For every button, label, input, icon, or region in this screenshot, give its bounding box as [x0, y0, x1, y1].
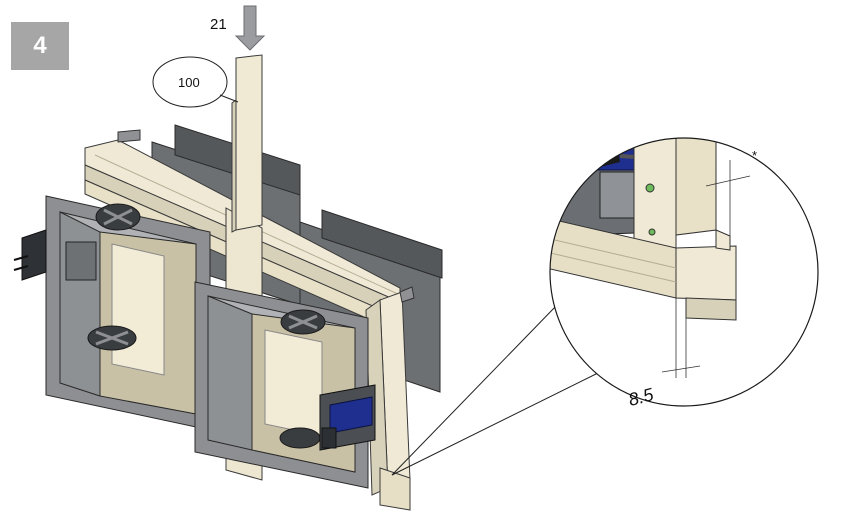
- front-actuator: [319, 384, 376, 451]
- dimension-marker: *: [752, 148, 757, 163]
- left-actuator: [13, 229, 47, 281]
- load-arrow: [234, 5, 266, 51]
- part-callout: [152, 56, 239, 108]
- main-assembly: 21 100: [13, 5, 443, 511]
- frame-post: [365, 286, 415, 511]
- part-callout-label: 100: [178, 75, 200, 90]
- front-duct-left: [45, 195, 211, 431]
- vertical-bar: [231, 54, 263, 233]
- front-duct-right: [194, 281, 369, 489]
- step-badge: 4: [11, 22, 69, 70]
- zoom-detail: [549, 137, 819, 407]
- zoom-leaders: [391, 304, 601, 476]
- arrow-label: 21: [210, 16, 227, 33]
